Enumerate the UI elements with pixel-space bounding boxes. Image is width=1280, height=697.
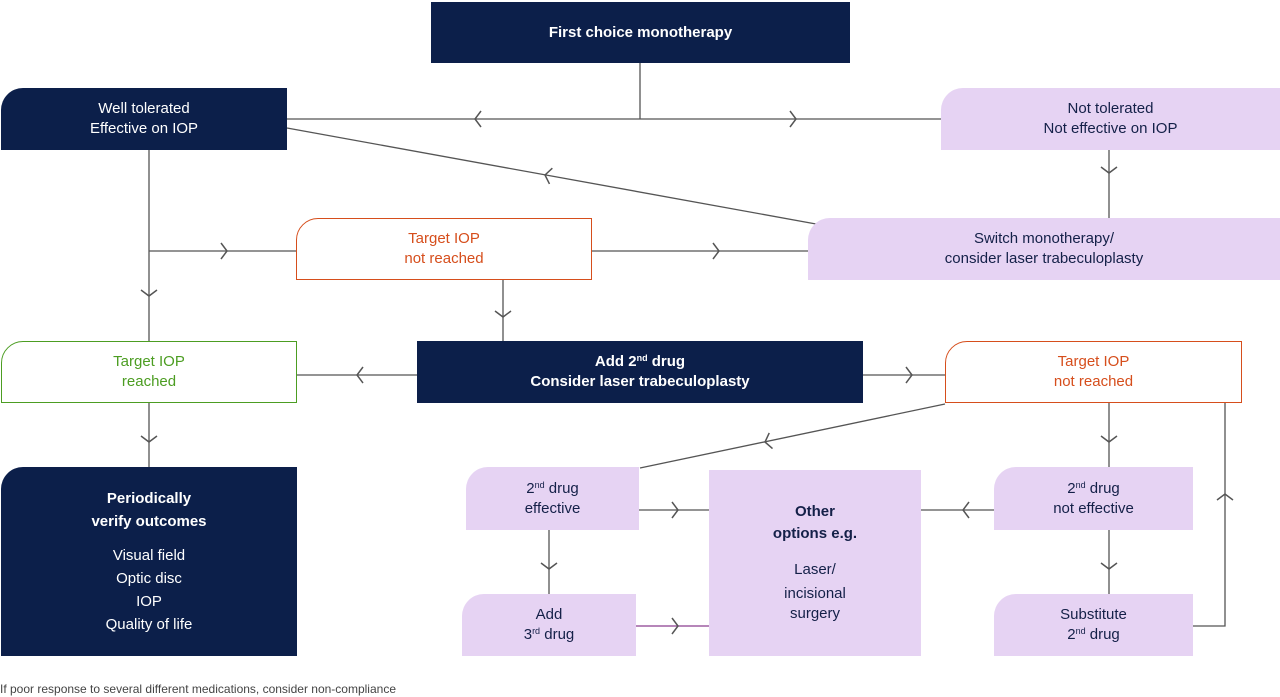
outcome-item: IOP: [136, 592, 162, 610]
first-choice-label: First choice monotherapy: [548, 23, 733, 41]
second-not-effective-line1: 2nd drug: [1067, 479, 1120, 497]
other-options-title-line1: Other: [794, 503, 835, 520]
other-options-title-line2: options e.g.: [772, 525, 858, 542]
outcome-item: Optic disc: [116, 569, 182, 587]
substitute-line2: 2nd drug: [1067, 626, 1120, 643]
well-tolerated-node: Well tolerated Effective on IOP: [1, 88, 287, 150]
add-2nd-line2: Consider laser trabeculoplasty: [530, 373, 750, 390]
add-2nd-drug-node: Add 2nd drug Consider laser trabeculopla…: [417, 341, 863, 403]
arrow-chevron-icon: [544, 167, 553, 185]
target-not-reached-2-line1: Target IOP: [1057, 353, 1130, 370]
well-tolerated-line1: Well tolerated: [98, 100, 190, 117]
arrow-chevron-icon: [671, 617, 679, 635]
first-choice-monotherapy-node: First choice monotherapy: [431, 2, 850, 63]
outcome-item: Visual field: [112, 546, 186, 564]
connector-to-second-effective: [639, 403, 946, 469]
substitute-2nd-drug-node: Substitute 2nd drug: [994, 594, 1193, 656]
other-options-body-line2: incisional: [784, 585, 846, 602]
target-iop-not-reached-node-1: Target IOP not reached: [296, 218, 592, 280]
arrow-chevron-icon: [764, 432, 774, 450]
arrow-chevron-icon: [220, 242, 228, 260]
target-reached-line1: Target IOP: [113, 353, 185, 370]
arrow-chevron-icon: [1100, 562, 1118, 570]
arrow-chevron-icon: [712, 242, 720, 260]
add-3rd-line1: Add: [535, 606, 563, 623]
well-tolerated-line2: Effective on IOP: [89, 120, 199, 137]
switch-monotherapy-node: Switch monotherapy/ consider laser trabe…: [808, 218, 1280, 280]
arrow-chevron-icon: [905, 366, 913, 384]
arrow-chevron-icon: [671, 501, 679, 519]
arrow-chevron-icon: [1216, 493, 1234, 501]
second-drug-not-effective-node: 2nd drug not effective: [994, 467, 1193, 530]
not-tolerated-line2: Not effective on IOP: [1043, 120, 1178, 137]
other-options-body-line1: Laser/: [794, 561, 836, 578]
switch-line1: Switch monotherapy/: [973, 230, 1115, 247]
periodically-verify-node: Periodically verify outcomes Visual fiel…: [1, 467, 297, 656]
outcome-item: Quality of life: [105, 615, 193, 633]
target-not-reached-2-line2: not reached: [1053, 373, 1134, 390]
target-reached-line2: reached: [121, 373, 177, 390]
add-2nd-line1: Add 2nd drug: [594, 353, 686, 370]
arrow-chevron-icon: [474, 110, 482, 128]
substitute-line1: Substitute: [1060, 606, 1127, 623]
second-effective-line1: 2nd drug: [526, 479, 579, 497]
target-iop-not-reached-node-2: Target IOP not reached: [945, 341, 1242, 403]
periodically-title-line1: Periodically: [106, 489, 192, 507]
arrow-chevron-icon: [140, 435, 158, 443]
target-not-reached-1-line2: not reached: [404, 250, 484, 267]
target-iop-reached-node: Target IOP reached: [1, 341, 297, 403]
not-tolerated-line1: Not tolerated: [1067, 100, 1154, 117]
target-not-reached-1-line1: Target IOP: [408, 230, 480, 247]
arrow-chevron-icon: [1100, 166, 1118, 174]
arrow-chevron-icon: [1100, 435, 1118, 443]
connector-substitute-loop-back: [1193, 403, 1226, 627]
arrow-chevron-icon: [494, 310, 512, 318]
second-not-effective-line2: not effective: [1053, 499, 1134, 517]
not-tolerated-node: Not tolerated Not effective on IOP: [941, 88, 1280, 150]
periodically-title-line2: verify outcomes: [91, 512, 207, 530]
arrow-chevron-icon: [356, 366, 364, 384]
second-drug-effective-node: 2nd drug effective: [466, 467, 639, 530]
add-3rd-drug-node: Add 3rd drug: [462, 594, 636, 656]
other-options-node: Other options e.g. Laser/ incisional sur…: [709, 470, 921, 656]
arrow-chevron-icon: [540, 562, 558, 570]
footnote: If poor response to several different me…: [0, 682, 396, 696]
arrow-chevron-icon: [140, 289, 158, 297]
arrow-chevron-icon: [962, 501, 970, 519]
connector-switch-to-well-tolerated: [286, 127, 817, 225]
other-options-body-line3: surgery: [789, 605, 841, 622]
add-3rd-line2: 3rd drug: [523, 626, 575, 643]
second-effective-line2: effective: [524, 499, 581, 517]
arrow-chevron-icon: [789, 110, 797, 128]
switch-line2: consider laser trabeculoplasty: [944, 250, 1144, 267]
